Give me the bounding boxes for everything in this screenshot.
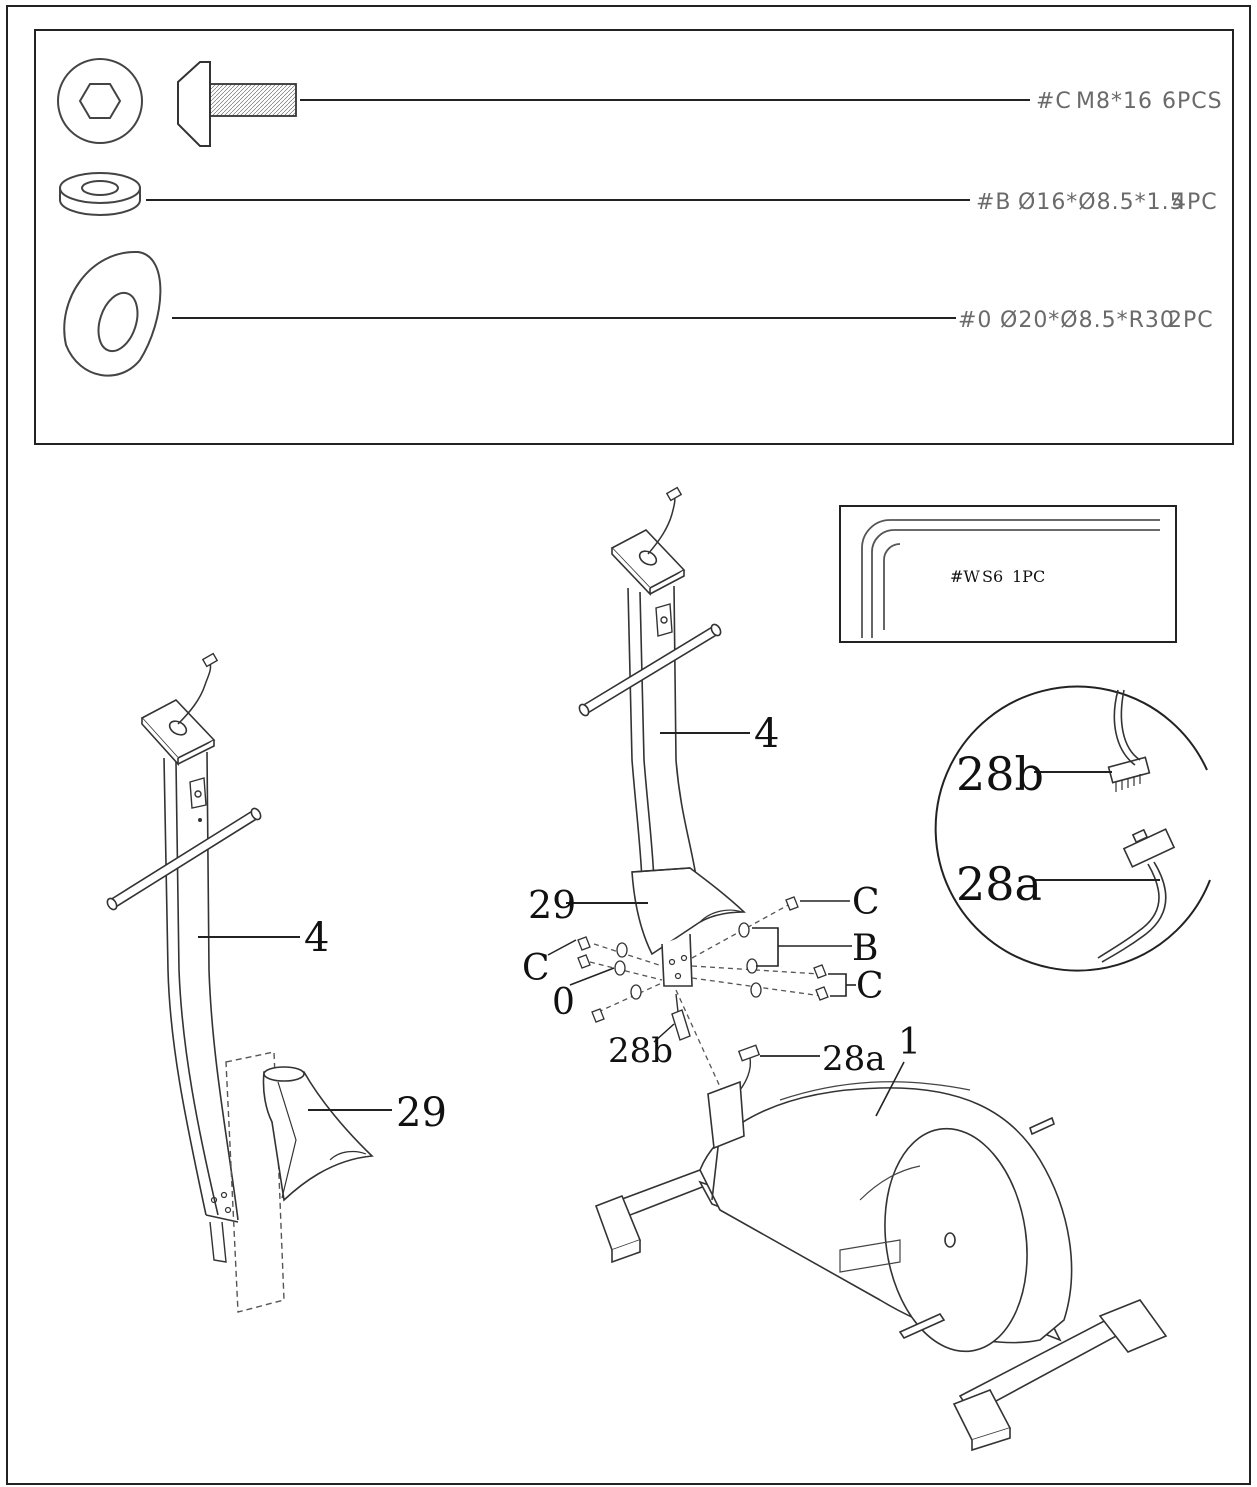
left-leader-0 — [569, 967, 615, 986]
left-label-4: 4 — [304, 915, 329, 961]
left-axle — [106, 807, 262, 911]
left-dashed-guide — [225, 1051, 285, 1313]
right-label-c-bottom: C — [856, 966, 884, 1007]
hardware-qty-0: 2PC — [1168, 308, 1214, 333]
flat-washers-b — [738, 922, 762, 998]
right-top-plate — [610, 529, 686, 597]
hardware-qty-c: 6PCS — [1162, 89, 1223, 114]
left-label-c: C — [522, 948, 550, 989]
right-post-tube — [627, 585, 697, 881]
detail-label-28a: 28a — [956, 857, 1042, 911]
detail-label-28b: 28b — [956, 747, 1044, 801]
hardware-spec-0: Ø20*Ø8.5*R30 — [1000, 308, 1175, 333]
tool-code: #W — [950, 567, 980, 586]
left-sensor-cable — [177, 661, 212, 725]
left-top-plate — [140, 699, 216, 767]
tool-spec: S6 — [982, 567, 1003, 586]
connector-28a — [737, 1044, 761, 1091]
left-label-29: 29 — [396, 1090, 447, 1136]
hardware-spec-b: Ø16*Ø8.5*1.5 — [1018, 190, 1185, 215]
right-tube-stub — [661, 933, 693, 987]
left-label-0: 0 — [552, 982, 575, 1023]
connector-28b — [671, 993, 691, 1041]
right-cover-29 — [631, 867, 747, 956]
left-cover-29 — [262, 1066, 374, 1202]
label-28b: 28b — [608, 1031, 673, 1071]
hardware-spec-c: M8*16 — [1076, 89, 1153, 114]
connector-28a-icon — [1097, 828, 1176, 963]
left-leader-c — [547, 939, 577, 956]
detail-circle — [934, 685, 1211, 972]
curved-washer-icon — [63, 250, 162, 377]
label-28a: 28a — [822, 1039, 886, 1079]
hardware-panel-border — [34, 29, 1234, 445]
tool-box-border — [839, 505, 1177, 643]
bolt-head-icon — [57, 58, 143, 144]
right-label-4: 4 — [754, 711, 779, 757]
curved-washers-0 — [614, 942, 642, 1000]
allen-key-icon — [861, 519, 1160, 638]
tool-box: #W S6 1PC — [839, 505, 1177, 643]
right-label-c-top: C — [852, 882, 880, 923]
right-bolts-c — [785, 896, 829, 1001]
connector-detail: 28b 28a — [934, 685, 1211, 972]
left-bracket — [189, 777, 207, 809]
right-bracket — [655, 603, 673, 637]
flat-washer-icon — [59, 172, 141, 216]
right-sensor-cable — [647, 493, 676, 555]
leader-1 — [875, 1061, 905, 1117]
right-axle — [578, 623, 722, 717]
frame-inner-lines — [779, 1081, 971, 1273]
left-post-tube — [163, 751, 239, 1223]
hardware-qty-b: 4PC — [1172, 190, 1218, 215]
right-bracket-c — [828, 973, 847, 997]
right-label-b: B — [852, 928, 878, 969]
label-1: 1 — [898, 1022, 921, 1063]
right-post-assembly: 4 29 C — [522, 486, 1168, 1452]
bolt-side-icon — [177, 61, 297, 147]
left-bolts-c — [577, 936, 605, 1023]
right-bracket-b — [752, 927, 779, 967]
page-border — [6, 5, 1251, 1485]
main-frame-1 — [594, 1080, 1168, 1452]
hardware-code-c: #C — [1036, 89, 1072, 114]
hardware-code-0: #0 — [958, 308, 992, 333]
tool-qty: 1PC — [1012, 567, 1045, 586]
left-bottom-plug — [209, 1221, 227, 1263]
connector-28b-icon — [1107, 689, 1151, 792]
right-label-29: 29 — [528, 883, 576, 927]
left-post-assembly: 4 29 — [106, 652, 447, 1313]
hardware-code-b: #B — [976, 190, 1012, 215]
hardware-panel: #C M8*16 6PCS #B Ø16*Ø8.5*1.5 4PC #0 Ø20… — [34, 29, 1234, 445]
